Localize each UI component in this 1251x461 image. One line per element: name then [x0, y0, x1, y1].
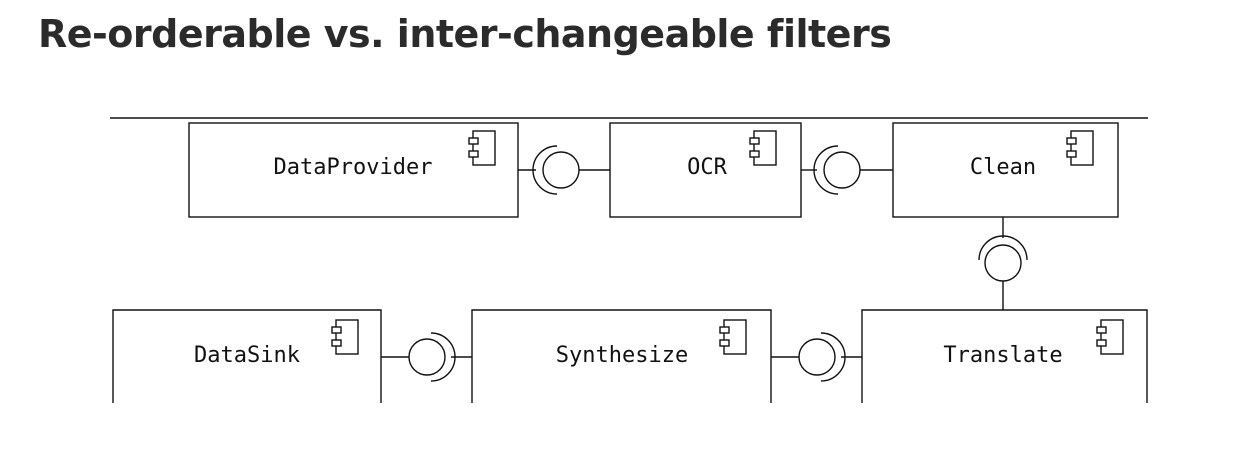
component-icon [1096, 319, 1124, 355]
component-clean: Clean [892, 122, 1119, 218]
connector-clean-translate [978, 217, 1028, 310]
component-synthesize: Synthesize [471, 309, 772, 403]
component-icon [749, 130, 777, 166]
component-ocr: OCR [609, 122, 802, 218]
component-icon [719, 319, 747, 355]
page-title: Re-orderable vs. inter-changeable filter… [38, 12, 892, 56]
component-label: OCR [687, 155, 727, 180]
connector-synthesize-translate [771, 332, 862, 382]
component-translate: Translate [861, 309, 1148, 403]
connector-ocr-clean [801, 145, 893, 195]
component-data-provider: DataProvider [188, 122, 519, 218]
connector-provider-ocr [518, 145, 610, 195]
component-label: Synthesize [556, 343, 688, 368]
component-label: Translate [943, 343, 1062, 368]
component-icon [1066, 130, 1094, 166]
component-label: DataProvider [274, 155, 433, 180]
component-label: DataSink [194, 343, 300, 368]
component-data-sink: DataSink [112, 309, 382, 403]
component-label: Clean [970, 155, 1036, 180]
component-icon [331, 319, 359, 355]
connector-sink-synthesize [381, 332, 472, 382]
component-icon [468, 130, 496, 166]
